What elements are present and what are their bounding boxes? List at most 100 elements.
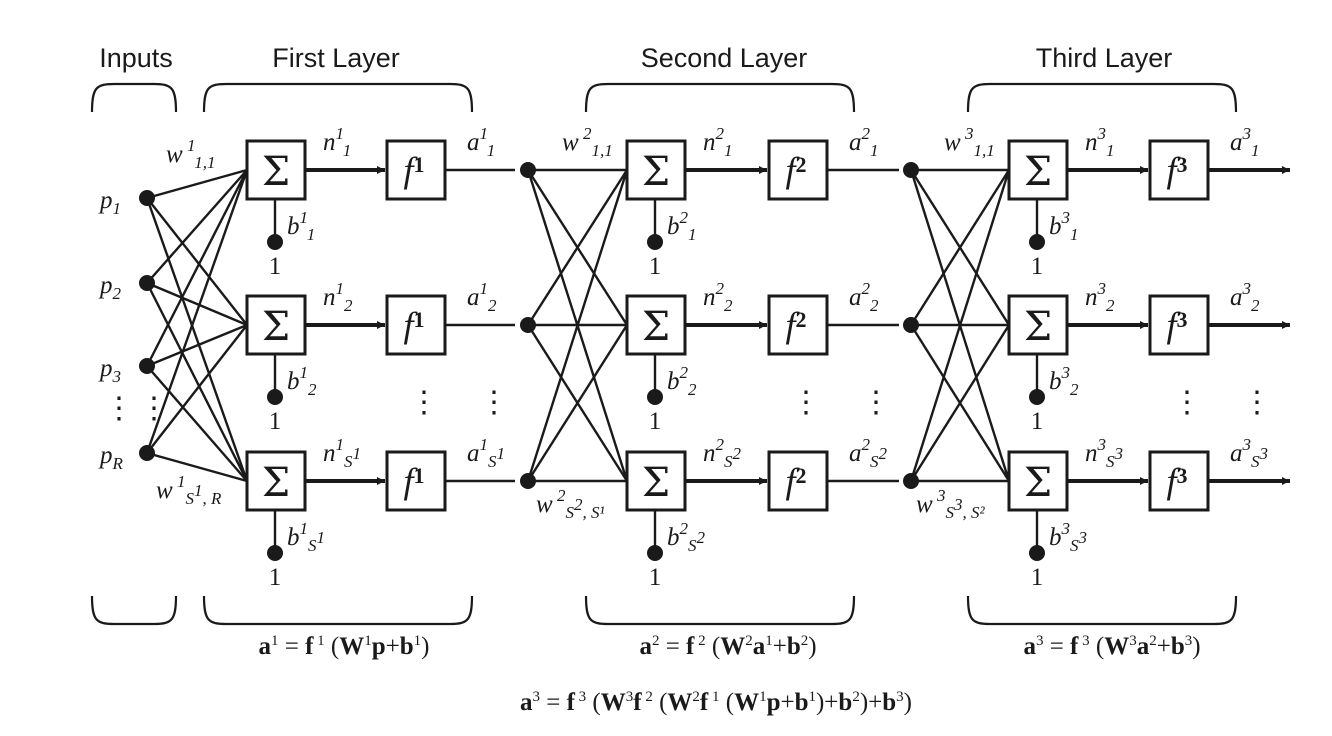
- sum-symbol-L1-3: Σ: [262, 460, 290, 506]
- bias-label-L3-1: b31: [1049, 208, 1079, 244]
- bias-label-L1-1: b11: [287, 208, 315, 244]
- bias-node-L3-2: [1029, 389, 1045, 405]
- input-ellipsis-right: ⋮: [139, 392, 169, 425]
- hub-node-L2-3: [903, 473, 919, 489]
- input-label-3: p3: [98, 355, 121, 386]
- bias-node-L2-3: [647, 545, 663, 561]
- sum-symbol-L1-2: Σ: [262, 304, 290, 350]
- hub-node-L1-3: [520, 473, 536, 489]
- output-label-L2-2: a22: [849, 279, 879, 315]
- bias-one-L3-3: 1: [1031, 564, 1044, 591]
- bias-one-L2-2: 1: [649, 408, 662, 435]
- bias-one-L1-3: 1: [269, 564, 282, 591]
- bias-label-L2-1: b21: [667, 208, 697, 244]
- output-label-L1-1: a11: [467, 124, 495, 160]
- bias-node-L2-2: [647, 389, 663, 405]
- bias-one-L2-1: 1: [649, 253, 662, 280]
- header-third-layer: Third Layer: [1036, 43, 1173, 73]
- sum-symbol-L2-2: Σ: [642, 304, 670, 350]
- input-label-4: pR: [98, 442, 124, 473]
- weight-line-L3-2-1: [909, 169, 1011, 326]
- output-label-L2-3: a2S2: [849, 435, 888, 471]
- header-first-layer: First Layer: [272, 43, 400, 73]
- bracket-bottom-third-layer: [966, 595, 1238, 626]
- bias-label-L3-2: b32: [1049, 363, 1079, 399]
- output-label-L3-2: a32: [1230, 279, 1260, 315]
- hub-node-L1-2: [520, 317, 536, 333]
- bias-one-L1-2: 1: [269, 408, 282, 435]
- header-inputs: Inputs: [99, 43, 173, 73]
- net-input-label-L3-1: n31: [1085, 124, 1115, 160]
- weight-label-top-L2: w 21,1: [562, 124, 613, 160]
- weight-line-L3-3-1: [909, 169, 1011, 482]
- transfer-box-L1-3: [385, 450, 447, 512]
- transfer-box-L2-2: [767, 294, 829, 356]
- weight-line-L1-2-1: [146, 169, 248, 284]
- bracket-bottom-second-layer: [584, 595, 856, 626]
- weight-line-L2-2-1: [526, 169, 629, 326]
- input-node-1: [139, 190, 155, 206]
- weight-line-L1-1-1: [146, 168, 248, 200]
- weight-line-L1-3-2: [146, 323, 248, 368]
- ellipsis-a-L1: ⋮: [479, 386, 509, 419]
- output-label-L2-1: a21: [849, 124, 879, 160]
- sum-symbol-L2-1: Σ: [642, 149, 670, 195]
- hub-node-L1-1: [520, 162, 536, 178]
- bracket-top-third-layer: [966, 82, 1238, 113]
- equation-second-layer: a2 = f 2 (W2a1+b2): [639, 633, 816, 660]
- sum-box-L2-3: [625, 450, 687, 512]
- weight-label-bottom-L1: w 1S1, R: [156, 472, 222, 508]
- bias-node-L1-2: [267, 389, 283, 405]
- bias-node-L3-1: [1029, 234, 1045, 250]
- bracket-bottom-first-layer: [202, 595, 474, 626]
- bias-node-L3-3: [1029, 545, 1045, 561]
- bias-label-L3-3: b3S3: [1049, 519, 1087, 555]
- sum-symbol-L3-2: Σ: [1024, 304, 1052, 350]
- bias-one-L1-1: 1: [269, 253, 282, 280]
- bracket-bottom-inputs: [90, 595, 178, 626]
- weight-label-bottom-L2: w 2S2, S¹: [536, 486, 605, 522]
- bracket-top-first-layer: [202, 82, 474, 113]
- connection-lines: [145, 168, 1011, 483]
- weight-line-L1-1-2: [146, 197, 248, 326]
- transfer-box-L3-3: [1148, 450, 1210, 512]
- bias-node-L1-3: [267, 545, 283, 561]
- bracket-top-second-layer: [584, 82, 856, 113]
- sum-symbol-L3-1: Σ: [1024, 149, 1052, 195]
- sum-symbol-L3-3: Σ: [1024, 460, 1052, 506]
- bias-node-L1-1: [267, 234, 283, 250]
- net-input-label-L1-1: n11: [323, 124, 351, 160]
- weight-line-L2-3-2: [526, 324, 629, 482]
- bias-label-L1-3: b1S1: [287, 519, 325, 555]
- input-node-3: [139, 358, 155, 374]
- input-node-2: [139, 275, 155, 291]
- transfer-box-L1-2: [385, 294, 447, 356]
- ellipsis-f-L2: ⋮: [791, 386, 821, 419]
- bias-label-L2-2: b22: [667, 363, 697, 399]
- weight-label-top-L3: w 31,1: [944, 124, 995, 160]
- ellipsis-a-L3: ⋮: [1242, 386, 1272, 419]
- weight-line-L2-3-1: [526, 169, 629, 482]
- output-label-L3-3: a3S3: [1230, 435, 1268, 471]
- transfer-box-L3-1: [1148, 139, 1210, 201]
- ellipsis-f-L3: ⋮: [1172, 386, 1202, 419]
- bracket-top-inputs: [90, 82, 178, 113]
- bias-one-L3-2: 1: [1031, 408, 1044, 435]
- weight-line-L1-4-1: [145, 169, 249, 454]
- hub-node-L2-2: [903, 317, 919, 333]
- weight-line-L1-2-3: [145, 282, 249, 482]
- input-ellipsis-left: ⋮: [104, 392, 134, 425]
- brackets: [90, 82, 1238, 626]
- weight-label-top-L1: w 11,1: [166, 136, 215, 172]
- sum-symbol-L2-3: Σ: [642, 460, 670, 506]
- bias-label-L2-3: b2S2: [667, 519, 706, 555]
- weight-line-L3-3-2: [909, 324, 1011, 482]
- weight-line-L1-3-1: [145, 169, 249, 367]
- net-input-label-L2-3: n2S2: [703, 435, 742, 471]
- weight-label-bottom-L3: w 3S3, S²: [916, 486, 985, 522]
- hub-node-L2-1: [903, 162, 919, 178]
- header-second-layer: Second Layer: [641, 43, 808, 73]
- output-label-L1-3: a1S1: [467, 435, 505, 471]
